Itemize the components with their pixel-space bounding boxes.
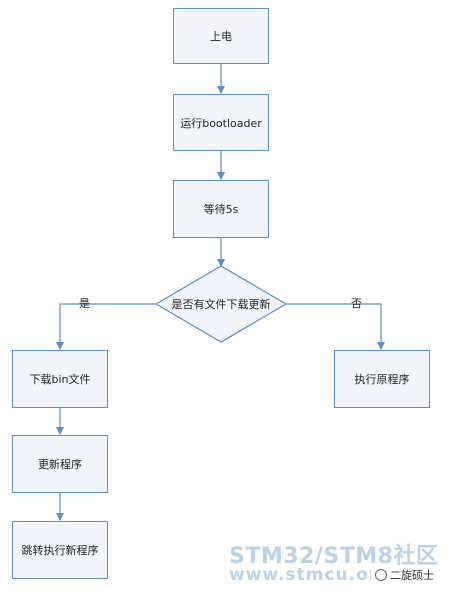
node-run-original: 执行原程序 — [334, 350, 430, 408]
arrow-no-branch — [286, 303, 385, 350]
node-power-on: 上电 — [173, 8, 269, 64]
node-run-original-label: 执行原程序 — [354, 373, 410, 386]
node-jump-new-label: 跳转执行新程序 — [21, 544, 99, 557]
brand-logo-icon — [375, 569, 387, 581]
edge-label-no: 否 — [351, 297, 362, 310]
node-run-bootloader: 运行bootloader — [173, 94, 269, 151]
edge-label-yes: 是 — [79, 297, 90, 310]
decision-label: 是否有文件下载更新 — [172, 297, 271, 311]
node-download-bin: 下载bin文件 — [12, 350, 108, 408]
decision-diamond — [154, 265, 288, 343]
node-update-program: 更新程序 — [12, 435, 108, 493]
node-power-on-label: 上电 — [210, 30, 232, 43]
arrow-yes-branch — [56, 303, 156, 350]
node-download-bin-label: 下载bin文件 — [29, 373, 91, 386]
node-jump-new: 跳转执行新程序 — [12, 521, 108, 579]
node-wait: 等待5s — [173, 180, 269, 238]
node-run-bootloader-label: 运行bootloader — [180, 116, 262, 130]
node-wait-label: 等待5s — [203, 203, 239, 216]
watermark-title: STM32/STM8社区 — [229, 544, 439, 569]
brand-name: 二旋硕士 — [390, 569, 434, 582]
brand-badge: 二旋硕士 — [371, 566, 438, 584]
node-update-program-label: 更新程序 — [38, 458, 82, 471]
